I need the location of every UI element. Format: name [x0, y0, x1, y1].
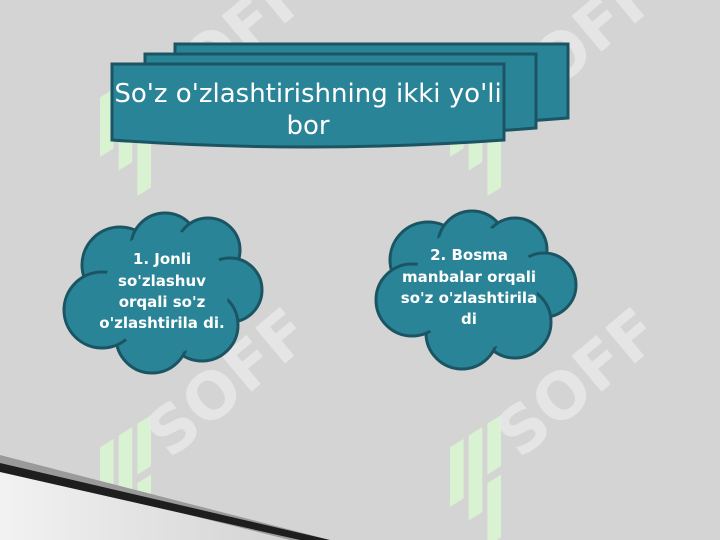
title-banner [110, 42, 570, 149]
cloud-left-text: 1. Jonli so'zlashuv orqali so'z o'zlasht… [99, 250, 225, 333]
cloud-right [374, 209, 578, 371]
cloud-right-text: 2. Bosma manbalar orqali so'z o'zlashtir… [400, 246, 538, 329]
slide-title: So'z o'zlashtirishning ikki yo'li bor [114, 79, 502, 141]
cloud-left [62, 211, 264, 375]
decorative-stripe [0, 455, 330, 540]
